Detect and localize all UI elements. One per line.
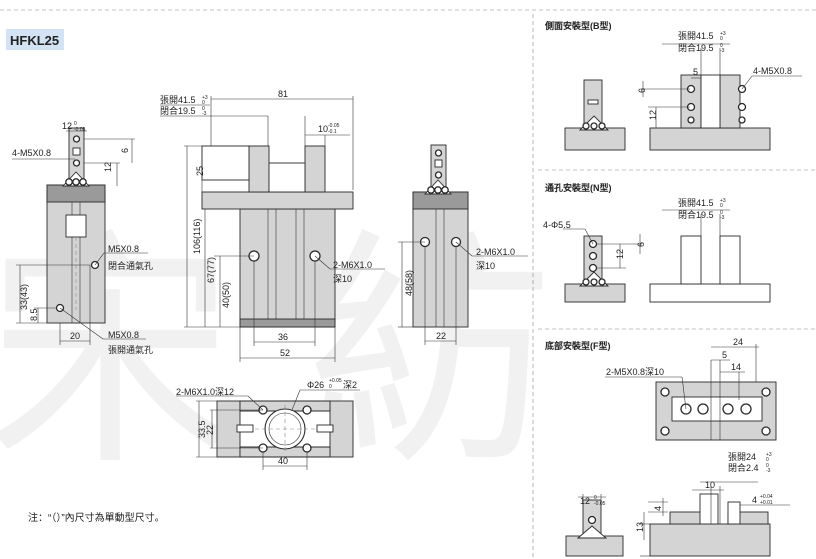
svg-text:20: 20 bbox=[70, 331, 80, 341]
section-title-n: 通孔安裝型(N型) bbox=[545, 182, 612, 193]
svg-text:張開41.5: 張開41.5 bbox=[678, 198, 714, 208]
svg-text:2-M5X0.8深10: 2-M5X0.8深10 bbox=[606, 367, 664, 377]
svg-text:Φ26: Φ26 bbox=[307, 380, 324, 390]
svg-text:22: 22 bbox=[205, 425, 215, 435]
svg-text:33.5: 33.5 bbox=[197, 420, 207, 438]
svg-text:5: 5 bbox=[693, 67, 698, 77]
svg-text:0: 0 bbox=[329, 384, 332, 390]
svg-text:4-M5X0.8: 4-M5X0.8 bbox=[12, 148, 51, 158]
svg-text:25: 25 bbox=[195, 166, 205, 176]
svg-text:12: 12 bbox=[103, 162, 113, 172]
svg-text:40: 40 bbox=[278, 456, 288, 466]
model-badge bbox=[6, 29, 64, 50]
svg-text:-3: -3 bbox=[766, 468, 771, 474]
svg-text:10: 10 bbox=[318, 124, 328, 134]
svg-text:+3: +3 bbox=[720, 31, 726, 37]
svg-text:-3: -3 bbox=[202, 111, 207, 117]
svg-text:0: 0 bbox=[720, 203, 723, 209]
svg-text:81: 81 bbox=[278, 89, 288, 99]
svg-text:4-Φ5.5: 4-Φ5.5 bbox=[543, 220, 571, 230]
svg-text:4: 4 bbox=[752, 495, 757, 505]
svg-text:閉合2.4: 閉合2.4 bbox=[728, 462, 759, 473]
svg-text:10: 10 bbox=[705, 480, 715, 490]
svg-text:13: 13 bbox=[635, 522, 645, 532]
svg-text:4: 4 bbox=[653, 506, 663, 511]
svg-text:+3: +3 bbox=[202, 95, 208, 101]
svg-text:106(116): 106(116) bbox=[192, 219, 202, 254]
svg-text:張開41.5: 張開41.5 bbox=[678, 31, 714, 41]
svg-text:閉合19.5: 閉合19.5 bbox=[678, 209, 714, 220]
svg-text:深10: 深10 bbox=[333, 274, 352, 284]
svg-text:4-M5X0.8: 4-M5X0.8 bbox=[753, 66, 792, 76]
svg-text:+0.05: +0.05 bbox=[329, 378, 342, 384]
svg-text:M5X0.8: M5X0.8 bbox=[108, 244, 139, 254]
svg-text:M5X0.8: M5X0.8 bbox=[108, 330, 139, 340]
svg-text:張開24: 張開24 bbox=[728, 452, 756, 462]
svg-text:22: 22 bbox=[436, 331, 446, 341]
section-title-f: 底部安裝型(F型) bbox=[545, 340, 611, 351]
svg-text:0: 0 bbox=[720, 210, 723, 216]
svg-text:-3: -3 bbox=[720, 215, 725, 221]
svg-text:52: 52 bbox=[280, 348, 290, 358]
n-type-views: 4-Φ5.5 6 12 張開41.5 +3 0 閉合19.5 0 -3 bbox=[543, 198, 771, 303]
model-label: HFKL25 bbox=[10, 33, 59, 48]
svg-text:閉合19.5: 閉合19.5 bbox=[678, 42, 714, 53]
svg-text:0: 0 bbox=[74, 121, 77, 127]
f-type-views: 24 5 14 2-M5X0.8深10 12 0 -0.05 10 張開24 +… bbox=[565, 337, 790, 557]
svg-text:0: 0 bbox=[766, 457, 769, 463]
svg-text:14: 14 bbox=[731, 362, 741, 372]
svg-text:+3: +3 bbox=[766, 452, 772, 458]
svg-text:-0.1: -0.1 bbox=[328, 129, 337, 135]
svg-text:33(43): 33(43) bbox=[19, 284, 29, 310]
svg-text:67(77): 67(77) bbox=[206, 257, 216, 283]
svg-text:深2: 深2 bbox=[343, 380, 357, 390]
svg-text:6: 6 bbox=[120, 148, 130, 153]
svg-text:閉合通氣孔: 閉合通氣孔 bbox=[108, 260, 153, 271]
svg-text:+3: +3 bbox=[720, 198, 726, 204]
svg-text:2-M6X1.0深12: 2-M6X1.0深12 bbox=[176, 387, 234, 397]
svg-text:0: 0 bbox=[202, 106, 205, 112]
svg-text:+0.01: +0.01 bbox=[760, 500, 773, 506]
svg-text:2-M6X1.0: 2-M6X1.0 bbox=[333, 260, 372, 270]
svg-text:8.5: 8.5 bbox=[29, 308, 39, 321]
svg-text:+0.04: +0.04 bbox=[760, 494, 773, 500]
svg-text:12: 12 bbox=[580, 496, 590, 506]
svg-text:48(58): 48(58) bbox=[404, 270, 414, 296]
svg-text:張開通氣孔: 張開通氣孔 bbox=[108, 344, 153, 355]
svg-text:0: 0 bbox=[720, 43, 723, 49]
svg-text:24: 24 bbox=[733, 337, 743, 347]
svg-text:0: 0 bbox=[720, 36, 723, 42]
svg-text:0: 0 bbox=[766, 463, 769, 469]
bottom-view: 2-M6X1.0深12 Φ26 +0.05 0 深2 33.5 22 40 bbox=[176, 378, 360, 470]
svg-text:-0.05: -0.05 bbox=[74, 127, 86, 133]
svg-text:-0.05: -0.05 bbox=[594, 501, 606, 507]
svg-text:2-M6X1.0: 2-M6X1.0 bbox=[476, 247, 515, 257]
svg-text:-3: -3 bbox=[720, 48, 725, 54]
svg-text:張開41.5: 張開41.5 bbox=[160, 95, 196, 105]
svg-text:12: 12 bbox=[648, 110, 658, 120]
svg-text:0: 0 bbox=[202, 100, 205, 106]
b-type-views: 張開41.5 +3 0 閉合19.5 0 -3 5 4-M5X0.8 6 12 bbox=[564, 31, 802, 151]
main-front-view: 81 張開41.5 +3 0 閉合19.5 0 -3 10 -0.05 -0.1… bbox=[160, 89, 385, 362]
svg-text:12: 12 bbox=[615, 249, 625, 259]
svg-text:5: 5 bbox=[722, 350, 727, 360]
section-title-b: 側面安裝型(B型) bbox=[544, 20, 612, 31]
svg-text:深10: 深10 bbox=[476, 261, 495, 271]
svg-text:36: 36 bbox=[278, 332, 288, 342]
footnote: 注：“（）”內尺寸為單動型尺寸。 bbox=[28, 511, 165, 524]
right-side-view: 2-M6X1.0 深10 48(58) 22 bbox=[398, 144, 528, 345]
svg-text:-0.05: -0.05 bbox=[328, 123, 340, 129]
svg-text:40(50): 40(50) bbox=[221, 282, 231, 308]
svg-text:6: 6 bbox=[637, 88, 647, 93]
svg-text:閉合19.5: 閉合19.5 bbox=[160, 105, 196, 116]
left-side-view: 12 0 -0.05 4-M5X0.8 12 6 M5X0.8 閉合通氣孔 M5… bbox=[12, 121, 153, 355]
svg-text:6: 6 bbox=[636, 242, 646, 247]
svg-text:0: 0 bbox=[594, 495, 597, 501]
svg-text:12: 12 bbox=[62, 121, 72, 131]
